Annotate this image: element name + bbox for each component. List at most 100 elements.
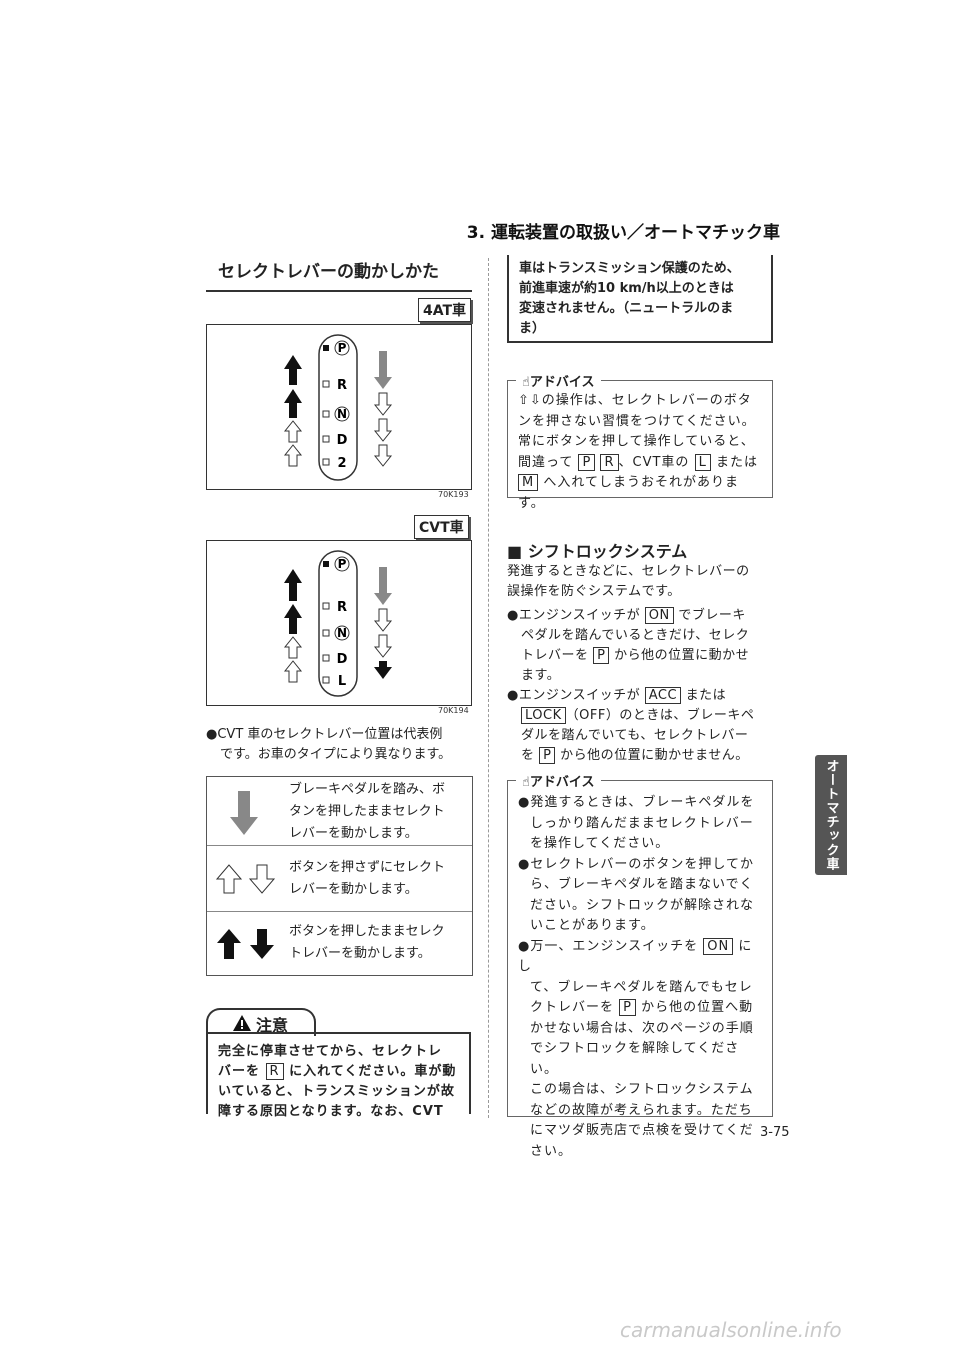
caution-continuation-box: 車はトランスミッション保護のため、 前進車速が約10 km/h以上のときは 変速… bbox=[507, 255, 773, 343]
gear-label: 2 bbox=[337, 456, 346, 471]
gray-down-arrow-icon bbox=[230, 791, 258, 835]
chapter-side-tab[interactable]: オートマチック車 bbox=[815, 755, 847, 875]
box-line: 車はトランスミッション保護のため、 bbox=[519, 261, 740, 276]
figure-code-cvt: 70K194 bbox=[438, 706, 469, 715]
caution-line: 完全に停車させてから、セレクトレ bbox=[218, 1044, 443, 1059]
text-line: LOCK（OFF）のときは、ブレーキペ bbox=[507, 706, 777, 726]
page-header-title: 3. 運転装置の取扱い／オートマチック車 bbox=[466, 223, 780, 243]
advice-box-1: ⇧⇩の操作は、セレクトレバーのボタ ンを押さない習慣をつけてください。 常にボタ… bbox=[507, 380, 773, 511]
caution-label: 注意 bbox=[256, 1016, 289, 1035]
text-line: を P から他の位置に動かせません。 bbox=[521, 747, 749, 764]
column-divider bbox=[488, 258, 490, 1118]
advice-line: かせない場合は、次のページの手順 bbox=[530, 1020, 754, 1036]
box-line: 変速されません。（ニュートラルのま bbox=[519, 301, 734, 316]
advice-line: ンを押さない習慣をつけてください。 bbox=[518, 413, 756, 429]
outline-arrows-icon bbox=[215, 864, 276, 894]
key-p: P bbox=[593, 647, 610, 664]
advice-line: などの故障が考えられます。ただち bbox=[530, 1102, 753, 1118]
figure-4at: P R N D 2 bbox=[206, 324, 472, 490]
caution-body: 完全に停車させてから、セレクトレ バーを R に入れてください。車が動 いている… bbox=[206, 1032, 471, 1119]
cvt-note-line: です。お車のタイプにより異なります。 bbox=[220, 747, 452, 762]
key-r: R bbox=[600, 453, 619, 471]
caution-tab: 注意 bbox=[206, 1008, 316, 1036]
legend-text: ボタンを押さずにセレクト bbox=[289, 860, 446, 875]
advice-line: M へ入れてしまうおそれがあります。 bbox=[518, 474, 739, 511]
advice-line: ら、ブレーキペダルを踏まないでく bbox=[530, 877, 754, 892]
caution-line: バーを R に入れてください。車が動 bbox=[218, 1063, 457, 1080]
hand-icon: ☝ bbox=[522, 375, 530, 390]
advice-line: ださい。シフトロックが解除されな bbox=[530, 897, 755, 913]
text-line: ます。 bbox=[521, 668, 561, 683]
gear-label: D bbox=[337, 433, 348, 448]
key-p: P bbox=[578, 453, 596, 471]
advice-line: ●セレクトレバーのボタンを押してか bbox=[518, 856, 754, 872]
text-line: ●エンジンスイッチが ACC または bbox=[507, 687, 727, 704]
advice-line: ●発進するときは、ブレーキペダルを bbox=[518, 795, 755, 810]
cvt-note-line: ●CVT 車のセレクトレバー位置は代表例 bbox=[206, 727, 443, 742]
advice-line: いことがあります。 bbox=[530, 918, 655, 933]
box-line: ま） bbox=[519, 321, 546, 336]
badge-cvt: CVT車 bbox=[414, 515, 469, 539]
gear-label: N bbox=[337, 407, 347, 421]
key-lock: LOCK bbox=[521, 707, 566, 724]
advice-line: て、ブレーキペダルを踏んでもセレ bbox=[530, 979, 753, 995]
shift-diagram-4at: P R N D 2 bbox=[283, 334, 393, 481]
legend-row: ブレーキペダルを踏み、ボ タンを押したままセレクト レバーを動かします。 bbox=[207, 777, 472, 846]
caution-line: 障する原因となります。なお、CVT bbox=[218, 1104, 444, 1119]
key-l: L bbox=[694, 453, 711, 471]
shift-diagram-cvt: P R N D L bbox=[283, 550, 393, 697]
text-line: ●エンジンスイッチが ON でブレーキ bbox=[507, 607, 746, 624]
legend-row: ボタンを押さずにセレクト レバーを動かします。 bbox=[207, 845, 472, 912]
gear-label: P bbox=[338, 557, 347, 571]
gear-label: R bbox=[337, 600, 347, 615]
legend-row: ボタンを押したままセレク トレバーを動かします。 bbox=[207, 911, 472, 975]
cvt-note: ●CVT 車のセレクトレバー位置は代表例 です。お車のタイプにより異なります。 bbox=[206, 725, 476, 765]
gear-label: N bbox=[337, 626, 347, 640]
black-arrows-icon bbox=[217, 929, 274, 959]
legend-text: ボタンを押したままセレク bbox=[289, 924, 445, 939]
key-on: ON bbox=[644, 607, 674, 624]
watermark: carmanualsonline.info bbox=[620, 1318, 842, 1342]
arrow-legend: ブレーキペダルを踏み、ボ タンを押したままセレクト レバーを動かします。 ボタン… bbox=[206, 776, 473, 976]
advice-label-2: ☝アドバイス bbox=[516, 771, 601, 790]
legend-text: レバーを動かします。 bbox=[289, 882, 418, 897]
section-heading: セレクトレバーの動かしかた bbox=[206, 255, 472, 292]
advice-line: 常にボタンを押して操作していると、 bbox=[518, 434, 755, 449]
page-number: 3-75 bbox=[760, 1125, 790, 1140]
text-line: 発進するときなどに、セレクトレバーの bbox=[507, 564, 750, 579]
legend-text: タンを押したままセレクト bbox=[289, 804, 445, 819]
gear-label: L bbox=[338, 674, 346, 689]
key-p: P bbox=[619, 999, 636, 1016]
advice-line: この場合は、シフトロックシステム bbox=[530, 1082, 754, 1097]
gear-label: R bbox=[337, 378, 347, 393]
figure-cvt: P R N D L bbox=[206, 540, 472, 706]
legend-text: トレバーを動かします。 bbox=[289, 946, 431, 961]
advice-line: しっかり踏んだままセレクトレバー bbox=[530, 815, 754, 831]
badge-4at: 4AT車 bbox=[418, 298, 472, 322]
shift-lock-heading: ■ シフトロックシステム bbox=[507, 542, 688, 561]
advice-line: でシフトロックを解除してください。 bbox=[530, 1041, 740, 1077]
caution-line: いていると、トランスミッションが故 bbox=[218, 1084, 455, 1099]
text-line: トレバーを P から他の位置に動かせ bbox=[521, 647, 750, 664]
advice-line: ⇧⇩の操作は、セレクトレバーのボタ bbox=[518, 393, 752, 408]
shift-lock-text: 発進するときなどに、セレクトレバーの 誤操作を防ぐシステムです。 ●エンジンスイ… bbox=[507, 562, 777, 766]
text-line: 誤操作を防ぐシステムです。 bbox=[507, 584, 681, 599]
key-on: ON bbox=[703, 937, 734, 955]
key-m: M bbox=[518, 474, 539, 491]
gear-label: D bbox=[337, 652, 348, 667]
advice-box-2: ●発進するときは、ブレーキペダルを しっかり踏んだままセレクトレバー を操作して… bbox=[507, 780, 773, 1159]
figure-code-4at: 70K193 bbox=[438, 490, 469, 499]
advice-line: にマツダ販売店で点検を受けてくだ bbox=[530, 1123, 754, 1138]
gear-label: P bbox=[338, 341, 347, 355]
key-r: R bbox=[265, 1063, 284, 1080]
hand-icon: ☝ bbox=[522, 775, 530, 790]
advice-line: さい。 bbox=[530, 1143, 573, 1159]
box-line: 前進車速が約10 km/h以上のときは bbox=[519, 281, 734, 296]
advice-line: を操作してください。 bbox=[530, 836, 670, 851]
key-acc: ACC bbox=[644, 687, 682, 704]
advice-line: 間違って P R、CVT車の L または bbox=[518, 453, 758, 471]
advice-label-1: ☝アドバイス bbox=[516, 371, 601, 390]
advice-line: クトレバーを P から他の位置へ動 bbox=[530, 999, 754, 1016]
advice-line: ●万一、エンジンスイッチを ON にし bbox=[518, 937, 753, 974]
warning-icon bbox=[233, 1015, 251, 1031]
